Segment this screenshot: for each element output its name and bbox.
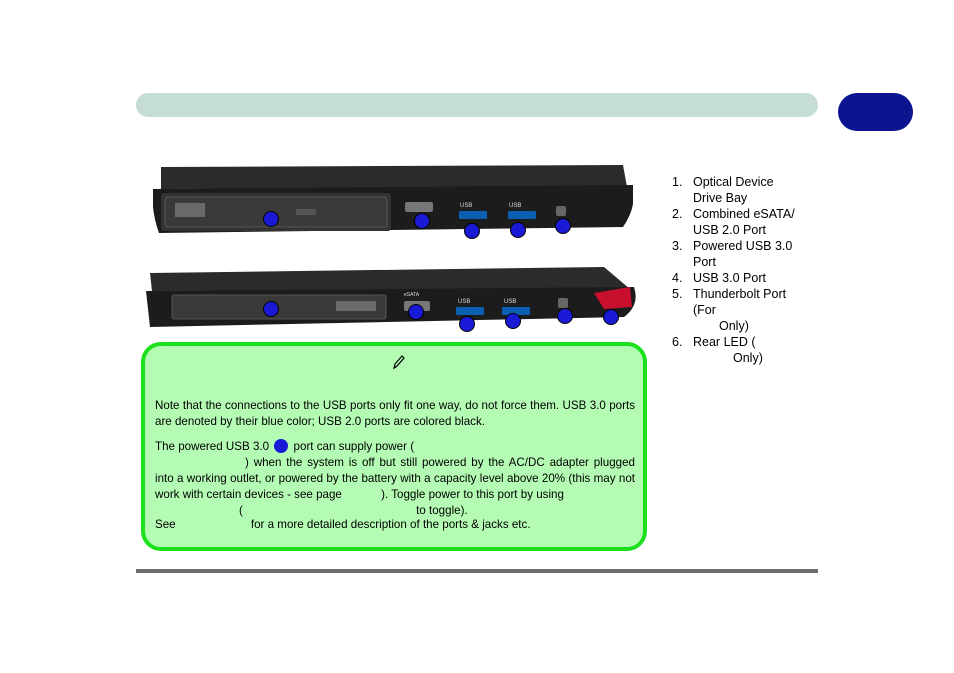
pencil-icon xyxy=(393,355,405,370)
port-label: Rear LED ( xyxy=(693,335,756,349)
header-bar xyxy=(136,93,818,117)
note-box: Note that the connections to the USB por… xyxy=(141,342,647,551)
callout-4-bottom xyxy=(505,313,521,329)
port-label-cont: (For xyxy=(693,303,716,317)
port-number: 1. xyxy=(672,175,683,189)
bottom-port-label-esata: eSATA xyxy=(404,292,420,298)
callout-4-top xyxy=(510,222,526,238)
callout-3-top xyxy=(464,223,480,239)
port-list-item: 6. Rear LED ( Only) xyxy=(672,334,822,366)
port-label-cont: Only) xyxy=(733,351,763,365)
callout-3-bottom xyxy=(459,316,475,332)
port-label-cont: Only) xyxy=(719,319,749,333)
note-text: The powered USB 3.0 xyxy=(155,440,270,453)
port-label-cont: USB 2.0 Port xyxy=(693,223,766,237)
bottom-port-label-usb-1: USB xyxy=(458,299,470,305)
port-label: Powered USB 3.0 xyxy=(693,239,793,253)
port-label: Thunderbolt Port xyxy=(693,287,787,301)
callout-3-inline xyxy=(274,439,289,453)
chapter-tab xyxy=(838,93,913,131)
top-port-label-usb-2: USB xyxy=(509,203,521,209)
port-label: USB 3.0 Port xyxy=(693,271,766,285)
top-port-label-usb-1: USB xyxy=(460,203,472,209)
port-label-cont: Port xyxy=(693,255,716,269)
note-text: ) when the system is off but still power… xyxy=(155,456,635,501)
bottom-port-label-usb-2: USB xyxy=(504,299,516,305)
port-label: Optical Device xyxy=(693,175,774,189)
note-text: to toggle). xyxy=(416,504,468,517)
port-number: 6. xyxy=(672,335,683,349)
callout-1-bottom xyxy=(263,301,279,317)
note-text: for a more detailed description of the p… xyxy=(250,518,531,531)
port-list-item: 4. USB 3.0 Port xyxy=(672,270,822,286)
port-list-item: 2. Combined eSATA/ USB 2.0 Port xyxy=(672,206,822,238)
footer-rule xyxy=(136,569,818,573)
callout-5-bottom xyxy=(557,308,573,324)
port-list-item: 1. Optical Device Drive Bay xyxy=(672,174,822,206)
port-list-item: 5. Thunderbolt Port (For Only) xyxy=(672,286,822,334)
note-paragraph: Note that the connections to the USB por… xyxy=(155,399,635,428)
port-number: 2. xyxy=(672,207,683,221)
note-text: See xyxy=(155,518,176,531)
note-text: port can supply power ( xyxy=(293,440,415,453)
note-text: ). Toggle power to this port by using xyxy=(381,488,564,501)
port-number: 4. xyxy=(672,271,683,285)
port-list: 1. Optical Device Drive Bay 2. Combined … xyxy=(672,174,822,366)
port-list-item: 3. Powered USB 3.0 Port xyxy=(672,238,822,270)
note-text: ( xyxy=(239,504,243,517)
callout-2-top xyxy=(414,213,430,229)
callout-5-top xyxy=(555,218,571,234)
note-paragraph: The powered USB 3.0 port can supply powe… xyxy=(155,439,635,519)
port-label: Combined eSATA/ xyxy=(693,207,795,221)
note-paragraph: See for a more detailed description of t… xyxy=(155,517,635,533)
port-label-cont: Drive Bay xyxy=(693,191,748,205)
callout-6-bottom xyxy=(603,309,619,325)
port-number: 5. xyxy=(672,287,683,301)
port-number: 3. xyxy=(672,239,683,253)
callout-1-top xyxy=(263,211,279,227)
callout-2-bottom xyxy=(408,304,424,320)
